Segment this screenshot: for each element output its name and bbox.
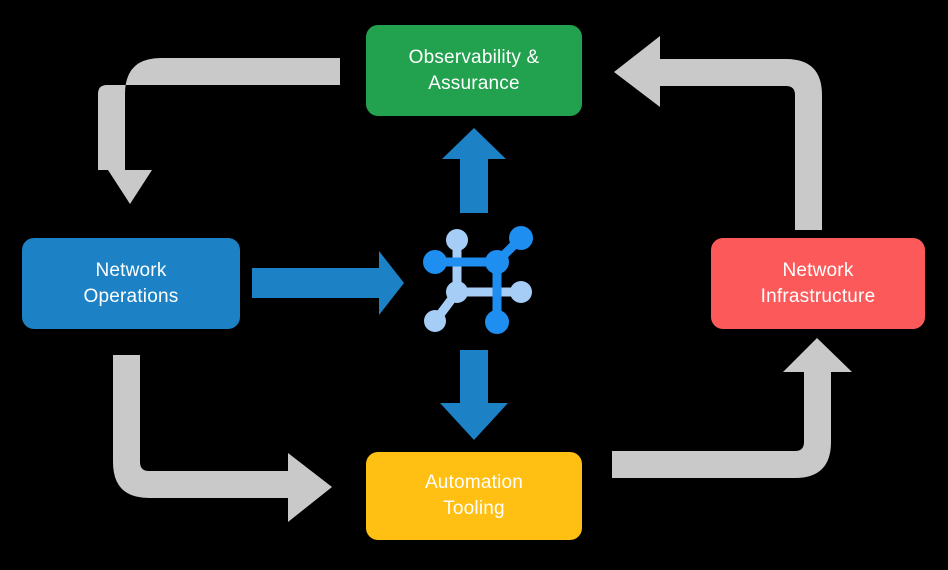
connector-automation-to-infrastructure [612, 338, 852, 478]
connector-center-to-observability [442, 128, 506, 213]
connector-operations-to-automation [113, 355, 332, 522]
node-automation-tooling[interactable]: Automation Tooling [366, 452, 582, 540]
connector-observability-to-operations [98, 58, 340, 204]
topology-node [509, 226, 533, 250]
topology-node [485, 250, 509, 274]
topology-node [446, 281, 468, 303]
node-observability-assurance[interactable]: Observability & Assurance [366, 25, 582, 116]
node-network-infrastructure[interactable]: Network Infrastructure [711, 238, 925, 329]
topology-node [423, 250, 447, 274]
topology-node [446, 229, 468, 251]
topology-node [424, 310, 446, 332]
topology-node [510, 281, 532, 303]
node-network-operations[interactable]: Network Operations [22, 238, 240, 329]
network-topology-icon [423, 226, 533, 334]
topology-node [485, 310, 509, 334]
connector-center-to-automation [440, 350, 508, 440]
connector-operations-to-center [252, 251, 404, 315]
connector-infrastructure-to-observability [614, 36, 822, 230]
